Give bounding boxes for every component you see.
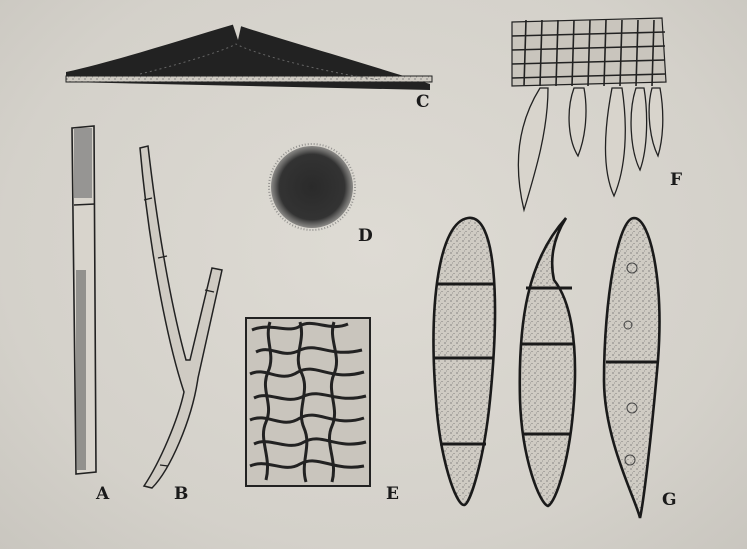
label-a: A (96, 486, 109, 503)
spore-3 (604, 218, 659, 518)
figure-b-branching-hypha (140, 146, 222, 488)
figure-c-ascocarp (66, 22, 432, 90)
label-b: B (174, 486, 188, 503)
figure-a-hypha (72, 126, 96, 474)
figure-d-spore (269, 144, 355, 230)
spore-2 (520, 218, 575, 506)
figure-e-cellular-tissue (246, 318, 370, 486)
label-e: E (386, 486, 399, 503)
label-f: F (670, 172, 682, 189)
label-g: G (662, 492, 677, 509)
label-d: D (358, 228, 373, 245)
figure-g-spores (434, 218, 660, 518)
spore-1 (434, 218, 495, 505)
figure-f-asci (512, 18, 666, 210)
label-c: C (416, 94, 430, 111)
